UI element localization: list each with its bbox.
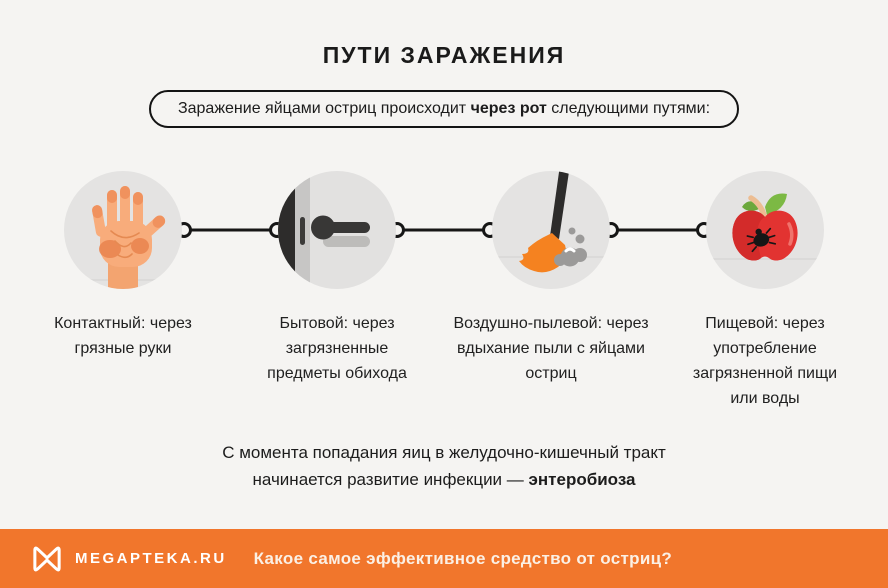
footer-bar: MEGAPTEKA.RU Какое самое эффективное сре…	[0, 529, 888, 588]
brand: MEGAPTEKA.RU	[30, 543, 227, 575]
door-handle-icon	[278, 171, 396, 289]
route-label-contact: Контактный: через грязные руки	[54, 315, 192, 357]
dirty-hand-icon	[64, 171, 182, 289]
intro-text-post: следующими путями:	[546, 100, 711, 117]
intro-text-bold: через рот	[470, 100, 547, 117]
brand-name: MEGAPTEKA.RU	[75, 550, 227, 567]
apple-bug-icon	[706, 171, 824, 289]
megapteka-logo-icon	[33, 546, 61, 571]
footer-question: Какое самое эффективное средство от остр…	[253, 548, 673, 568]
page-title: ПУТИ ЗАРАЖЕНИЯ	[322, 42, 566, 68]
intro-pill: Заражение яйцами остриц происходит через…	[148, 90, 740, 128]
intro-pill-wrap: Заражение яйцами остриц происходит через…	[0, 90, 888, 128]
intro-text-pre: Заражение яйцами остриц происходит	[177, 100, 471, 117]
route-label-food: Пищевой: через употребление загрязненной…	[692, 315, 838, 407]
route-label-airborne-dust: Воздушно-пылевой: через вдыхание пыли с …	[453, 315, 649, 382]
footnote-line2: начинается развитие инфекции —	[252, 470, 529, 489]
footnote-bold-term: энтеробиоза	[528, 470, 636, 489]
footnote: С момента попадания яиц в желудочно-кише…	[0, 439, 888, 493]
route-label-household: Бытовой: через загрязненные предметы оби…	[267, 315, 407, 382]
broom-dust-icon	[492, 171, 610, 289]
footnote-line1: С момента попадания яиц в желудочно-кише…	[222, 443, 666, 462]
